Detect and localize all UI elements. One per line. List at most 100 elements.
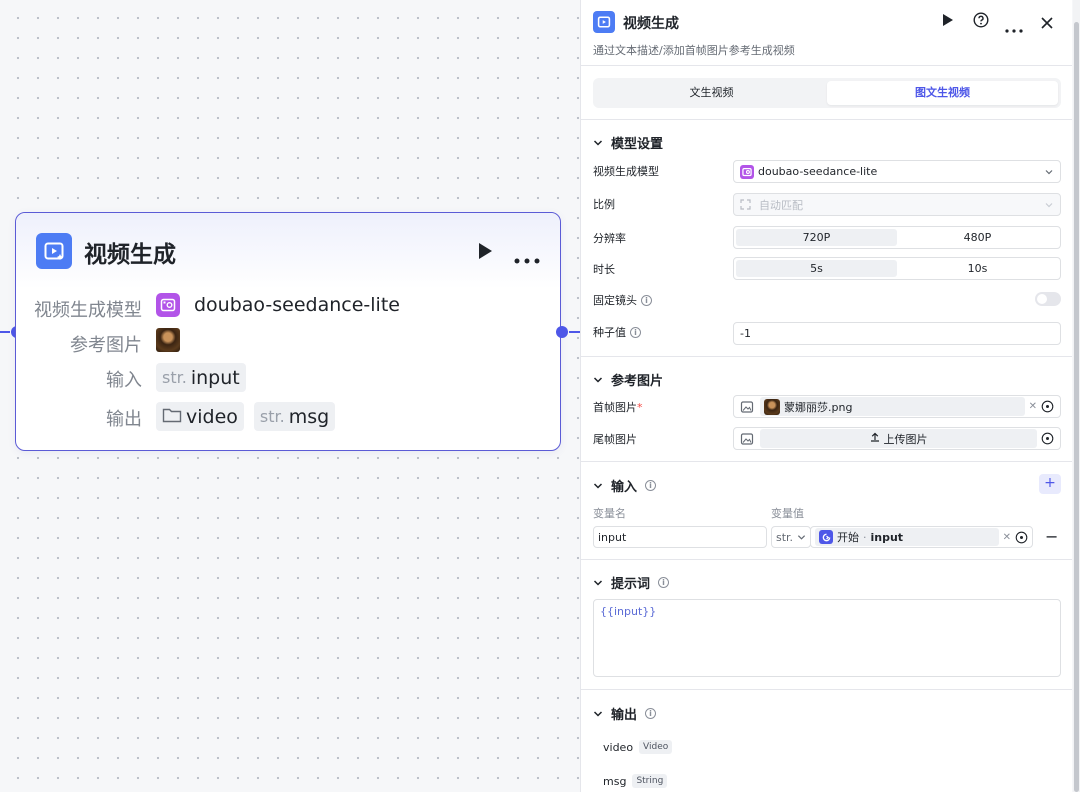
var-name-column-header: 变量名	[593, 507, 626, 520]
more-icon[interactable]	[514, 249, 540, 268]
reference-image-thumbnail	[156, 328, 180, 352]
panel-description: 通过文本描述/添加首帧图片参考生成视频	[593, 44, 795, 57]
start-node-icon	[819, 530, 833, 544]
first-frame-input[interactable]: 蒙娜丽莎.png ✕	[733, 395, 1061, 418]
section-input-header[interactable]: 输入 i	[593, 476, 657, 495]
info-icon[interactable]: i	[645, 708, 657, 719]
right-connector-line	[569, 331, 581, 333]
duration-option-10s[interactable]: 10s	[967, 262, 988, 275]
required-mark: *	[637, 400, 643, 414]
upload-icon	[870, 432, 880, 445]
mode-tabs: 文生视频 图文生视频	[593, 78, 1061, 108]
video-gen-icon	[593, 11, 615, 33]
seed-input[interactable]: -1	[733, 322, 1061, 345]
duration-option-5s[interactable]: 5s	[736, 260, 897, 277]
image-icon	[740, 432, 754, 446]
node-header: 视频生成	[16, 213, 560, 289]
help-icon[interactable]	[973, 12, 989, 32]
divider	[581, 559, 1072, 560]
node-row-input: 输入 str.input	[16, 363, 536, 392]
info-icon[interactable]: i	[645, 480, 657, 491]
section-model-header[interactable]: 模型设置	[593, 133, 663, 152]
node-model-value: doubao-seedance-lite	[194, 294, 400, 316]
upload-image-button[interactable]: 上传图片	[760, 429, 1037, 448]
node-row-model: 视频生成模型 doubao-seedance-lite	[16, 293, 536, 321]
node-title: 视频生成	[84, 242, 176, 268]
output-video-chip: video	[156, 402, 244, 431]
node-model-label: 视频生成模型	[34, 300, 142, 321]
more-icon[interactable]	[1005, 18, 1023, 37]
info-icon[interactable]: i	[630, 326, 641, 338]
output-name: msg	[603, 774, 627, 788]
ratio-select[interactable]: 自动匹配	[733, 193, 1061, 216]
node-ref-label: 参考图片	[70, 335, 142, 356]
video-gen-node[interactable]: 视频生成 视频生成模型 doubao-seedance-lite 参考图片 输入…	[15, 212, 561, 451]
panel-header: 视频生成 通过文本描述/添加首帧图片参考生成视频	[581, 0, 1072, 66]
info-icon[interactable]: i	[641, 294, 652, 306]
output-type-badge: Video	[639, 740, 673, 754]
resolution-option-480p[interactable]: 480P	[963, 231, 992, 244]
chevron-down-icon	[1044, 167, 1054, 180]
var-value-column-header: 变量值	[771, 507, 804, 520]
resolution-toggle: 720P 480P	[733, 226, 1061, 249]
resolution-option-720p[interactable]: 720P	[736, 229, 897, 246]
node-row-output: 输出 video str.msg	[16, 402, 536, 431]
prompt-editor[interactable]: {{input}}	[593, 599, 1061, 677]
var-type-select[interactable]: str.	[771, 526, 811, 548]
close-icon[interactable]: ✕	[1002, 531, 1011, 543]
duration-field-label: 时长	[593, 263, 615, 276]
model-brand-icon	[740, 164, 754, 179]
ratio-select-value: 自动匹配	[759, 198, 803, 212]
close-icon[interactable]	[1041, 14, 1053, 33]
section-output-header[interactable]: 输出 i	[593, 704, 657, 723]
play-icon[interactable]	[475, 241, 495, 265]
fixed-camera-field: 固定镜头 i	[593, 292, 652, 308]
chevron-down-icon	[593, 709, 603, 719]
output-msg-chip: str.msg	[253, 402, 336, 431]
section-prompt-header[interactable]: 提示词 i	[593, 573, 670, 592]
chevron-down-icon	[593, 578, 603, 588]
target-icon[interactable]	[1041, 432, 1054, 445]
target-icon[interactable]	[1015, 531, 1028, 544]
file-thumbnail	[764, 398, 780, 415]
folder-icon	[162, 406, 182, 428]
close-icon[interactable]: ✕	[1028, 401, 1037, 412]
left-connector-line	[0, 331, 10, 333]
node-row-ref: 参考图片	[16, 328, 536, 356]
divider	[581, 689, 1072, 690]
target-icon[interactable]	[1041, 400, 1054, 413]
chevron-down-icon	[593, 375, 603, 385]
video-gen-icon	[36, 233, 72, 269]
node-output-label: 输出	[106, 409, 142, 430]
duration-toggle: 5s 10s	[733, 257, 1061, 280]
panel-scrollbar[interactable]	[1073, 0, 1080, 792]
image-icon	[740, 400, 754, 414]
var-name-input[interactable]: input	[593, 526, 767, 548]
model-field-label: 视频生成模型	[593, 165, 659, 178]
play-icon[interactable]	[941, 12, 955, 32]
chevron-down-icon	[593, 138, 603, 148]
output-port[interactable]	[556, 326, 568, 338]
chevron-down-icon	[797, 533, 806, 542]
tab-text-to-video[interactable]: 文生视频	[689, 86, 734, 99]
first-frame-file-chip: 蒙娜丽莎.png	[760, 397, 1025, 416]
section-ref-header[interactable]: 参考图片	[593, 370, 663, 389]
first-frame-field: 首帧图片*	[593, 399, 643, 415]
divider	[581, 461, 1072, 462]
info-icon[interactable]: i	[658, 577, 670, 588]
last-frame-label: 尾帧图片	[593, 433, 637, 446]
seed-label: 种子值	[593, 326, 626, 339]
divider	[581, 356, 1072, 357]
add-input-button[interactable]: +	[1039, 474, 1061, 494]
expand-icon	[740, 199, 751, 210]
fixed-camera-switch[interactable]	[1035, 292, 1061, 306]
tab-image-text-to-video[interactable]: 图文生视频	[827, 81, 1058, 105]
ratio-field-label: 比例	[593, 198, 615, 211]
output-type-badge: String	[632, 774, 668, 788]
remove-input-button[interactable]: −	[1045, 527, 1059, 546]
model-select[interactable]: doubao-seedance-lite	[733, 160, 1061, 183]
var-value-reference[interactable]: 开始 · input ✕	[810, 526, 1033, 548]
last-frame-input[interactable]: 上传图片	[733, 427, 1061, 450]
output-item: video Video	[603, 740, 673, 754]
chevron-down-icon	[593, 481, 603, 491]
